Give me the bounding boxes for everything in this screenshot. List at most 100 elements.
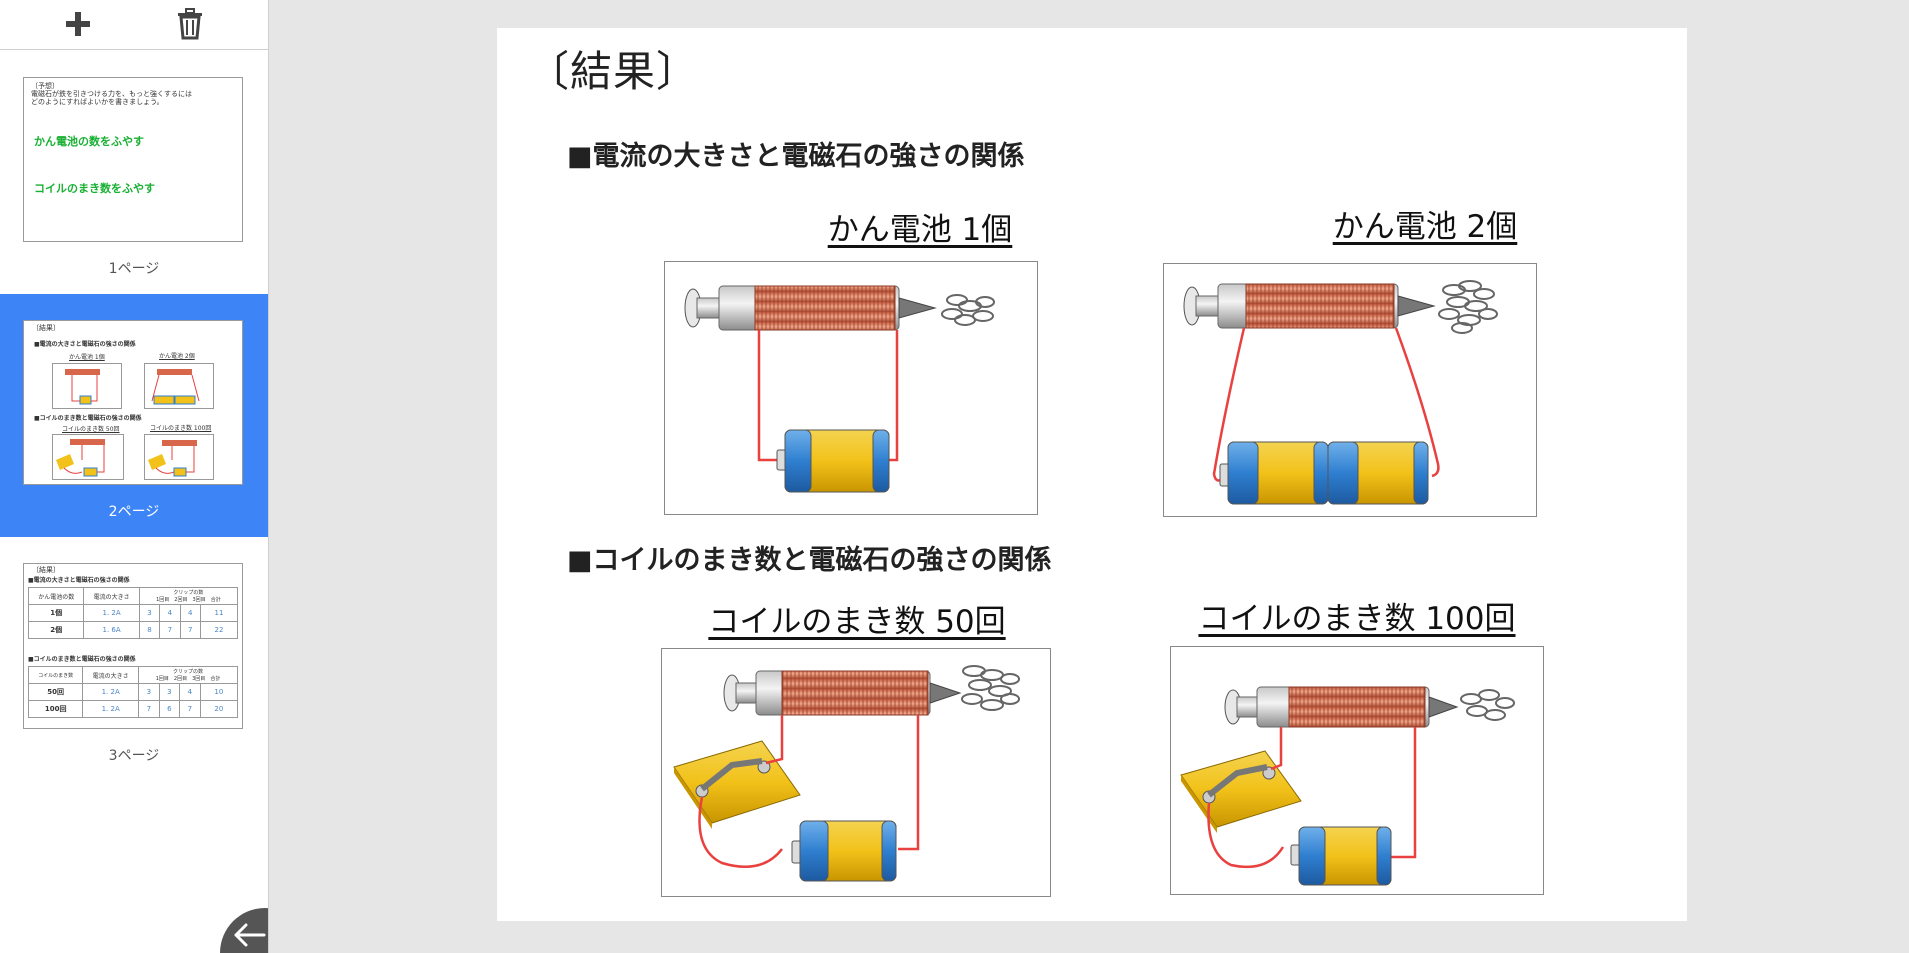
table-cell: 22 — [199, 621, 239, 639]
table-cell: 6 — [158, 700, 181, 718]
table-row: 2個 1. 6A 8 7 7 22 — [27, 621, 239, 639]
thumb-text: ■コイルのまき数と電磁石の強さの関係 — [28, 656, 136, 663]
thumb-figure — [52, 434, 124, 480]
table-group-header: クリップの数 — [173, 590, 204, 596]
table-subheaders: 1回目 2回目 3回目 合計 — [140, 596, 237, 603]
table-cell: 20 — [199, 700, 239, 718]
thumb-text: かん電池 1個 — [69, 354, 105, 361]
table-subheader: 3回目 — [192, 676, 206, 682]
thumb-text: 〔結果〕 — [32, 566, 60, 574]
table-cell: 1個 — [27, 604, 85, 622]
back-button[interactable] — [220, 908, 268, 953]
figure-caption: コイルのまき数 50回 — [708, 604, 1006, 640]
add-page-button[interactable] — [58, 4, 98, 44]
table-subheader: 合計 — [210, 676, 221, 682]
slide-canvas: 〔結果〕 ■電流の大きさと電磁石の強さの関係 かん電池 1個 かん電池 2個 — [497, 28, 1687, 921]
section-heading-coil: ■コイルのまき数と電磁石の強さの関係 — [567, 545, 1052, 576]
thumb-green-text: かん電池の数をふやす — [34, 135, 144, 148]
table-subheader: 1回目 — [155, 676, 169, 682]
table-cell: 4 — [179, 604, 201, 622]
electromagnet-circuit-illustration — [1183, 280, 1498, 505]
table-row: 1個 1. 2A 3 4 4 11 — [27, 604, 239, 622]
electromagnet-switch-circuit-illustration — [1180, 686, 1515, 886]
figure-1-battery — [664, 261, 1038, 515]
table-cell: 1. 2A — [82, 683, 140, 701]
table-cell: 1. 6A — [83, 621, 140, 639]
thumb-figure — [144, 363, 214, 409]
table-subheader: 2回目 — [173, 676, 188, 682]
table-cell: 2個 — [27, 621, 85, 639]
thumbnail-preview: 〔結果〕 ■電流の大きさと電磁石の強さの関係 かん電池の数 電流の大きさ クリッ… — [23, 563, 243, 729]
page-label: 3ページ — [108, 748, 160, 764]
figure-caption: コイルのまき数 100回 — [1198, 601, 1516, 637]
figure-caption: かん電池 2個 — [1332, 209, 1518, 245]
figure-caption: かん電池 1個 — [827, 212, 1013, 248]
table-row: 100回 1. 2A 7 6 7 20 — [27, 700, 239, 718]
table-cell: 50回 — [27, 683, 84, 701]
thumbnail-preview: 〔結果〕 ■電流の大きさと電磁石の強さの関係 かん電池 1個 かん電池 2個 ■… — [23, 320, 243, 485]
thumb-text: ■電流の大きさと電磁石の強さの関係 — [28, 577, 130, 584]
table-group-header: クリップの数 — [173, 669, 204, 675]
table-header: クリップの数 1回目 2回目 3回目 合計 — [138, 666, 238, 684]
delete-page-button[interactable] — [170, 4, 210, 44]
table-cell: 1. 2A — [83, 604, 140, 622]
thumb-text: 〔予想〕 — [31, 82, 59, 90]
figure-3-coil-50 — [661, 648, 1051, 897]
table-subheader: 3回目 — [192, 597, 206, 603]
thumb-text: かん電池 2個 — [159, 353, 195, 360]
table-cell: 1. 2A — [82, 700, 140, 718]
thumb-text: どのようにすればよいかを書きましょう。 — [31, 98, 164, 106]
page-thumbnail-2[interactable]: 〔結果〕 ■電流の大きさと電磁石の強さの関係 かん電池 1個 かん電池 2個 ■… — [0, 294, 268, 537]
table-subheader: 1回目 — [156, 597, 170, 603]
figure-4-coil-100 — [1170, 646, 1544, 895]
table-subheaders: 1回目 2回目 3回目 合計 — [139, 675, 237, 682]
table-subheader: 合計 — [210, 597, 221, 603]
thumb-text: コイルのまき数 50回 — [62, 426, 120, 433]
page-thumbnail-1[interactable]: 〔予想〕 電磁石が鉄を引きつける力を、もっと強くするには どのようにすればよいか… — [0, 50, 268, 293]
table-header: 電流の大きさ — [83, 587, 140, 605]
table-header: 電流の大きさ — [82, 666, 140, 684]
table-header: コイルのまき数 — [27, 666, 84, 684]
thumb-figure — [52, 363, 122, 409]
page-sidebar: 〔予想〕 電磁石が鉄を引きつける力を、もっと強くするには どのようにすればよいか… — [0, 0, 269, 953]
figure-2-batteries — [1163, 263, 1537, 517]
thumb-text: 〔結果〕 — [32, 324, 60, 332]
table-cell: 100回 — [27, 700, 84, 718]
table-cell: 4 — [179, 683, 201, 701]
table-cell: 7 — [179, 700, 201, 718]
table-cell: 7 — [179, 621, 201, 639]
sidebar-toolbar — [0, 0, 268, 50]
arrow-left-icon — [234, 923, 266, 947]
table-cell: 10 — [199, 683, 239, 701]
page-thumbnail-3[interactable]: 〔結果〕 ■電流の大きさと電磁石の強さの関係 かん電池の数 電流の大きさ クリッ… — [0, 537, 268, 780]
page-label: 1ページ — [108, 261, 160, 277]
table-cell: 11 — [199, 604, 239, 622]
table-cell: 3 — [138, 604, 161, 622]
trash-icon — [178, 8, 202, 40]
thumb-figure — [144, 434, 214, 480]
thumb-text: 電磁石が鉄を引きつける力を、もっと強くするには — [31, 90, 192, 98]
table-cell: 7 — [138, 700, 160, 718]
electromagnet-circuit-illustration — [684, 285, 995, 493]
plus-icon — [66, 12, 90, 36]
table-cell: 4 — [159, 604, 181, 622]
table-row: 50回 1. 2A 3 3 4 10 — [27, 683, 239, 701]
table-header: クリップの数 1回目 2回目 3回目 合計 — [138, 587, 239, 605]
thumb-table-1: かん電池の数 電流の大きさ クリップの数 1回目 2回目 3回目 合計 1個 1… — [27, 587, 239, 639]
table-cell: 8 — [138, 621, 161, 639]
table-cell: 7 — [159, 621, 181, 639]
section-heading-current: ■電流の大きさと電磁石の強さの関係 — [567, 141, 1025, 172]
table-cell: 3 — [138, 683, 160, 701]
electromagnet-switch-circuit-illustration — [673, 665, 1020, 882]
thumbnail-preview: 〔予想〕 電磁石が鉄を引きつける力を、もっと強くするには どのようにすればよいか… — [23, 77, 243, 242]
thumb-text: コイルのまき数 100回 — [150, 425, 212, 432]
thumb-table-2: コイルのまき数 電流の大きさ クリップの数 1回目 2回目 3回目 合計 50回… — [27, 666, 239, 718]
page-label: 2ページ — [108, 504, 160, 520]
thumb-text: ■コイルのまき数と電磁石の強さの関係 — [34, 415, 142, 422]
slide-title: 〔結果〕 — [527, 47, 700, 96]
thumb-text: ■電流の大きさと電磁石の強さの関係 — [34, 341, 136, 348]
table-subheader: 2回目 — [174, 597, 188, 603]
table-header: かん電池の数 — [27, 587, 85, 605]
table-cell: 3 — [158, 683, 181, 701]
thumb-green-text: コイルのまき数をふやす — [34, 182, 155, 195]
